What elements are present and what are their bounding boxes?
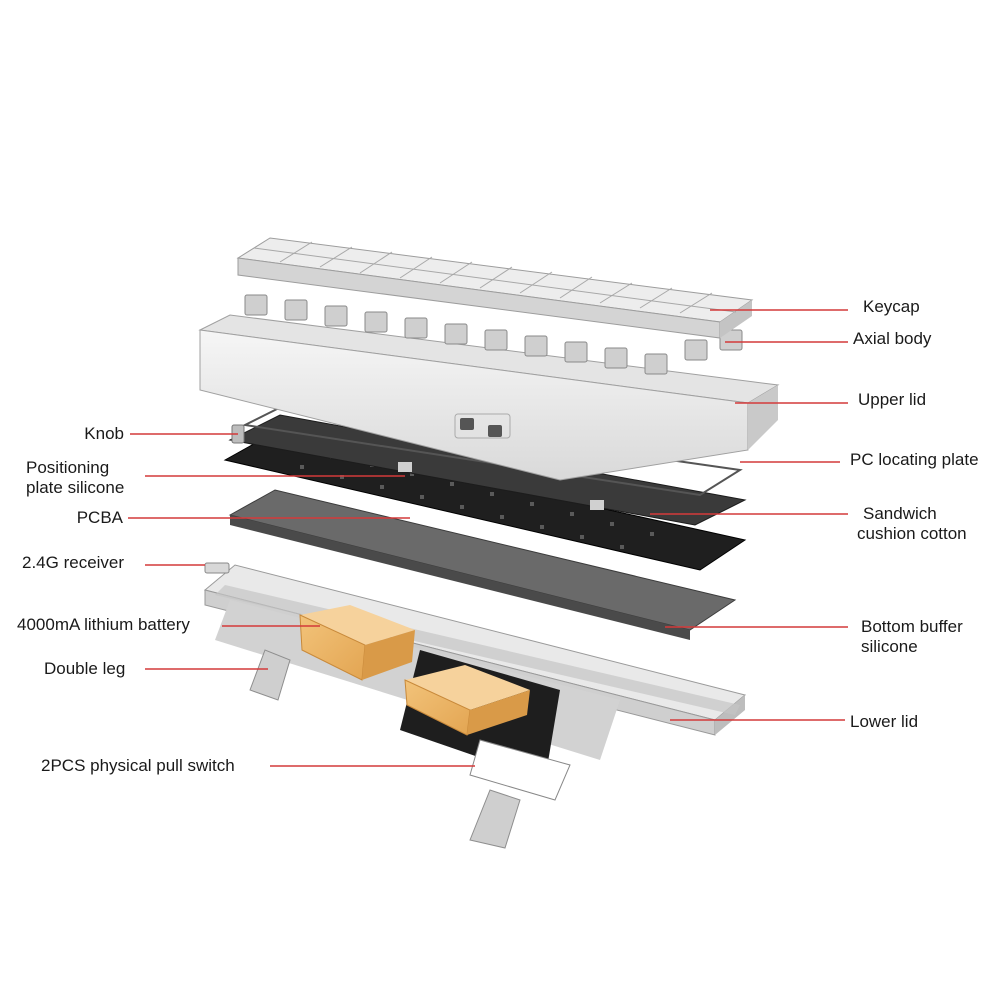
label-positioning-silicone-line2: plate silicone (26, 478, 125, 497)
label-sandwich-line2: cushion cotton (857, 524, 967, 543)
label-pcba: PCBA (76, 508, 123, 527)
keycaps-part (236, 237, 754, 339)
label-pc-plate: PC locating plate (850, 450, 979, 469)
label-receiver: 2.4G receiver (22, 553, 125, 572)
upper-lid-part (198, 314, 780, 481)
switches-part (244, 294, 743, 375)
label-battery: 4000mA lithium battery (17, 615, 190, 634)
label-axial-body: Axial body (853, 329, 932, 348)
label-pull-switch: 2PCS physical pull switch (41, 756, 235, 775)
label-bottom-silicone-line1: Bottom buffer (861, 617, 963, 636)
label-keycap: Keycap (863, 297, 920, 316)
battery-part (299, 605, 530, 736)
pcba-switch-holes (300, 455, 654, 549)
label-positioning-silicone-line1: Positioning (26, 458, 110, 477)
label-double-leg: Double leg (44, 659, 126, 678)
positioning-silicone-part (398, 462, 412, 472)
label-bottom-silicone-line2: silicone (861, 637, 918, 656)
label-sandwich-line1: Sandwich (863, 504, 937, 523)
label-upper-lid: Upper lid (858, 390, 927, 409)
receiver-part (204, 562, 230, 574)
leader-lines (128, 309, 848, 767)
double-leg-part (249, 649, 521, 849)
label-lower-lid: Lower lid (850, 712, 919, 731)
label-knob: Knob (84, 424, 124, 443)
